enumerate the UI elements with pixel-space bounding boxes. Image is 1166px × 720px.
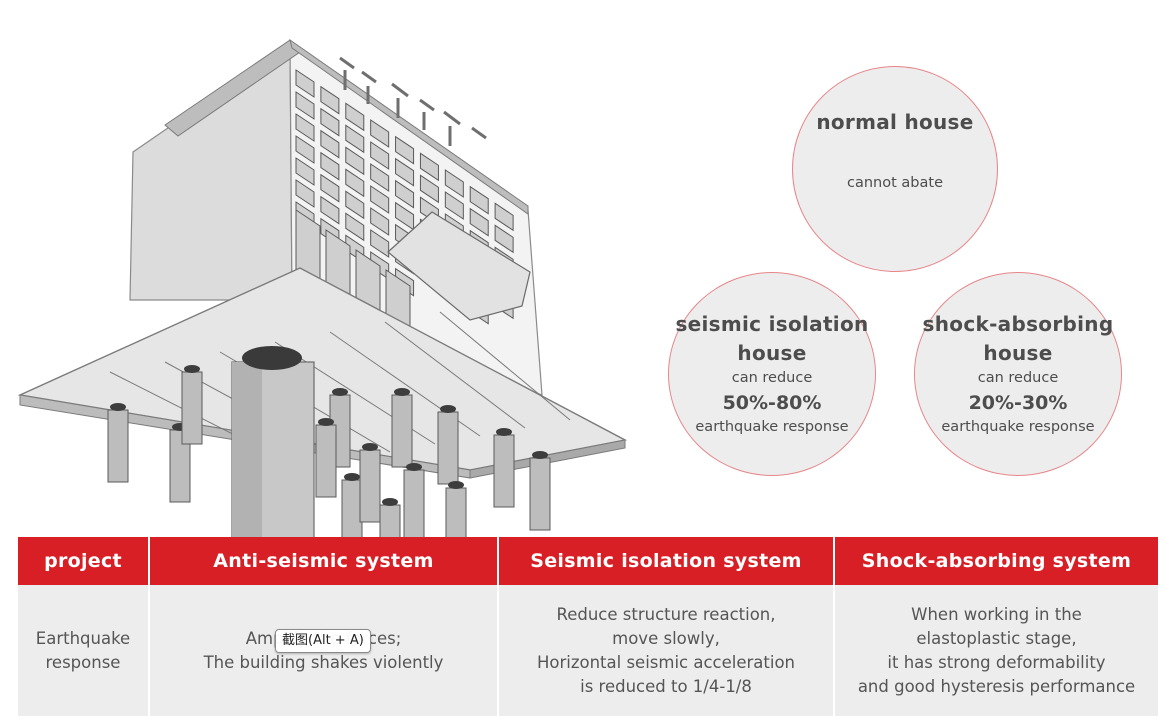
window (345, 168, 365, 198)
window (345, 146, 365, 176)
window (345, 190, 365, 220)
window (345, 124, 365, 154)
window (444, 169, 464, 198)
building-illustration (17, 38, 628, 545)
isolation-range: 50%-80% (722, 392, 822, 414)
window (395, 157, 415, 187)
isolator-column (391, 388, 413, 468)
screenshot-tooltip: 截图(Alt + A) (275, 629, 371, 653)
window (295, 91, 315, 120)
shock-title-line1: shock-absorbing (922, 312, 1114, 336)
window (494, 224, 514, 254)
window (370, 185, 390, 214)
normal-house-circle: normal house cannot abate (792, 66, 998, 272)
cell-shock-absorbing: When working in the elastoplastic stage,… (834, 585, 1158, 716)
comparison-table: project Anti-seismic system Seismic isol… (18, 537, 1158, 716)
isolator-column (529, 451, 551, 531)
cell-anti-seismic: Amplify the forces; The building shakes … (149, 585, 499, 716)
window (419, 174, 439, 204)
window (444, 191, 464, 220)
isolator-column (359, 443, 381, 523)
shock-absorbing-circle: shock-absorbing house can reduce 20%-30%… (914, 272, 1122, 476)
window (295, 135, 315, 164)
window (295, 179, 315, 208)
window (320, 151, 340, 181)
isolator-column (315, 418, 337, 498)
window (320, 173, 340, 203)
table-row: Earthquake response Amplify the forces; … (18, 585, 1158, 716)
window (295, 157, 315, 186)
window (395, 179, 415, 209)
window (295, 113, 315, 142)
shock-can-reduce: can reduce (977, 370, 1059, 386)
normal-house-desc: cannot abate (847, 175, 943, 191)
isolator-column (107, 403, 129, 483)
window (494, 202, 514, 232)
window (469, 207, 489, 237)
seismic-isolation-circle: seismic isolation house can reduce 50%-8… (668, 272, 876, 476)
shock-unit: earthquake response (941, 419, 1095, 435)
header-project: project (18, 537, 150, 585)
window (370, 163, 390, 192)
window (370, 141, 390, 170)
isolator-column (403, 463, 425, 539)
window (295, 69, 315, 98)
shock-title-line2: house (983, 341, 1053, 365)
isolator-column (493, 428, 515, 508)
isolator-column (445, 481, 467, 539)
window (370, 229, 390, 258)
window (395, 135, 415, 165)
window (320, 129, 340, 159)
cell-project: Earthquake response (18, 585, 150, 716)
isolator-column (437, 405, 459, 485)
window (419, 152, 439, 182)
cell-seismic-isolation: Reduce structure reaction, move slowly, … (498, 585, 835, 716)
window (345, 212, 365, 242)
isolation-unit: earthquake response (695, 419, 849, 435)
beam (439, 311, 571, 421)
shock-range: 20%-30% (968, 392, 1068, 414)
table-header-row: project Anti-seismic system Seismic isol… (18, 537, 1158, 585)
header-seismic-isolation: Seismic isolation system (498, 537, 835, 585)
header-shock-absorbing: Shock-absorbing system (834, 537, 1158, 585)
window (469, 185, 489, 215)
window (370, 119, 390, 148)
isolation-title-line2: house (737, 341, 807, 365)
window (320, 85, 340, 115)
isolator-column (379, 498, 401, 539)
window (345, 102, 365, 132)
window (370, 207, 390, 236)
isolation-can-reduce: can reduce (731, 370, 813, 386)
isolation-title-line1: seismic isolation (675, 312, 869, 336)
header-anti-seismic: Anti-seismic system (149, 537, 499, 585)
isolator-column (181, 365, 203, 445)
isolator-column (341, 473, 363, 539)
beam (384, 321, 526, 429)
normal-house-title: normal house (816, 110, 974, 134)
window (320, 107, 340, 137)
window (320, 195, 340, 225)
